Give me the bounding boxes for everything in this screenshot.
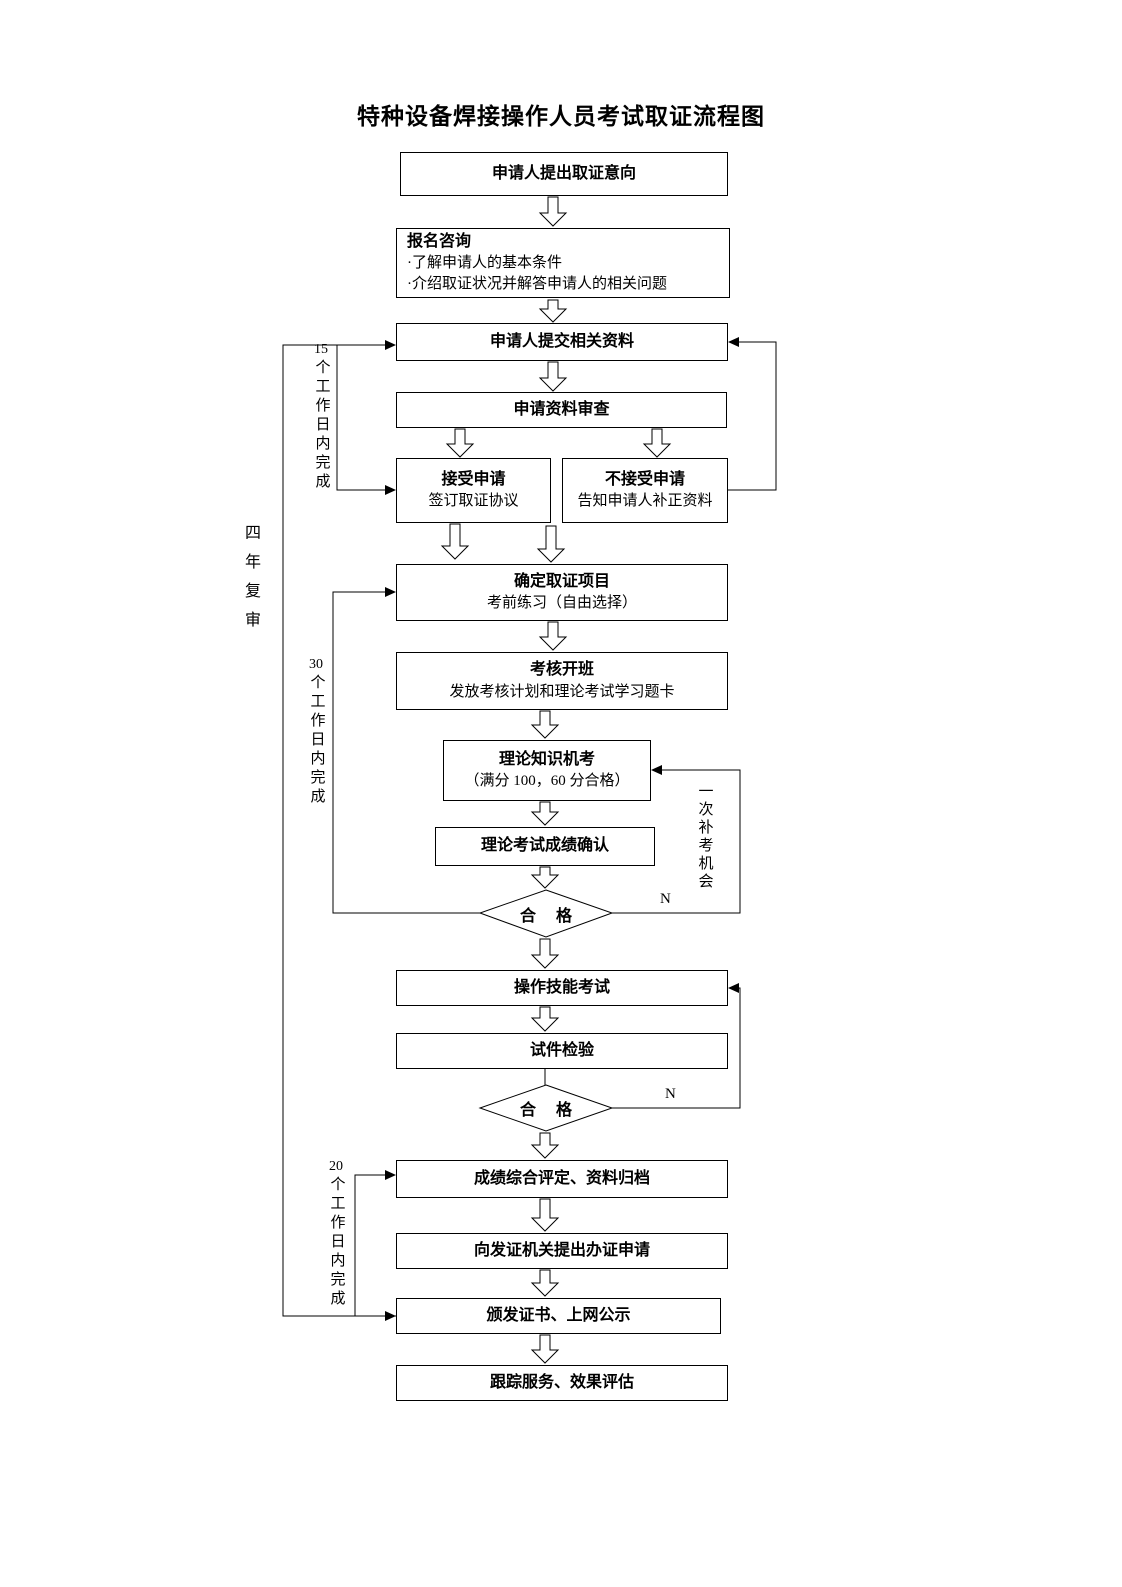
node-review-label: 申请资料审查 [513,400,610,418]
annotation-retake-chance: 一次补考机会 [690,783,718,891]
page-title: 特种设备焊接操作人员考试取证流程图 [357,104,765,129]
annotation-four-year-review: 四年复审 [236,524,264,640]
decision-diamond-skill [478,1084,614,1132]
line-days15-bracket [336,345,385,491]
node-accept-sub: 签订取证协议 [428,493,519,510]
arrow-project-training [538,621,568,651]
node-consult: 报名咨询 ·了解申请人的基本条件 ·介绍取证状况并解答申请人的相关问题 [396,228,730,298]
arrowheads [385,337,739,1321]
loop-theory-retake [612,769,741,914]
node-specimen-test-label: 试件检验 [529,1041,594,1059]
node-submit-label: 申请人提交相关资料 [489,332,634,350]
annotation-retake-chance-text: 一次补考机会 [696,783,713,891]
node-specimen-test: 试件检验 [396,1033,728,1069]
arrow-decision2-evaluate [530,1132,560,1159]
line-days30-bracket [332,591,480,914]
arrow-confirm-decision1 [530,866,560,889]
connector-lines [282,341,777,1317]
arrow-consult-submit [538,299,568,323]
node-theory-sub: （满分 100，60 分合格） [464,773,630,790]
node-intent: 申请人提出取证意向 [400,152,728,196]
annotation-four-year-review-text: 四年复审 [242,524,259,640]
flow-block-arrows [440,196,672,1364]
node-follow-up: 跟踪服务、效果评估 [396,1365,728,1401]
decision-pass-theory-label: 合 格 [519,907,580,925]
node-project-title: 确定取证项目 [513,572,610,590]
arrowhead-into-issue-left [385,1311,396,1321]
arrow-submit-review [538,361,568,392]
node-consult-item2: ·介绍取证状况并解答申请人的相关问题 [407,276,667,293]
arrowhead-into-submit-right [728,337,739,347]
node-reject-sub: 告知申请人补正资料 [577,493,713,510]
decision-pass-skill-label: 合 格 [519,1102,580,1119]
annotation-days30-text: 个工作日内完成 [308,673,325,807]
node-score-confirm: 理论考试成绩确认 [435,827,655,866]
node-training: 考核开班 发放考核计划和理论考试学习题卡 [396,652,728,710]
label-no-branch-theory: N [660,891,671,907]
annotation-days30: 30 个工作日内完成 [301,656,331,807]
arrow-decision1-skill [530,938,560,969]
node-cert-application-label: 向发证机关提出办证申请 [473,1241,650,1259]
arrow-evaluate-apply [530,1198,560,1232]
arrowhead-into-evaluate-left [385,1170,396,1180]
node-score-confirm-label: 理论考试成绩确认 [480,837,609,855]
arrow-theory-confirm [530,801,560,826]
node-evaluation: 成绩综合评定、资料归档 [396,1160,728,1198]
node-review: 申请资料审查 [396,392,727,428]
annotation-days30-number: 30 [309,657,323,672]
line-days20-bracket [354,1174,385,1317]
node-cert-application: 向发证机关提出办证申请 [396,1233,728,1269]
node-accept-title: 接受申请 [441,470,506,488]
node-project-sub: 考前练习（自由选择） [486,595,637,612]
node-training-sub: 发放考核计划和理论考试学习题卡 [449,683,675,700]
annotation-days20-text: 个工作日内完成 [328,1175,345,1309]
node-submit: 申请人提交相关资料 [396,323,728,361]
node-evaluation-label: 成绩综合评定、资料归档 [473,1169,650,1187]
annotation-days20-number: 20 [329,1159,343,1174]
node-cert-issue: 颁发证书、上网公示 [396,1298,721,1334]
line-four-year-review [282,344,396,1317]
node-accept: 接受申请 签订取证协议 [396,458,551,523]
arrow-issue-follow [530,1334,560,1364]
arrow-review-reject [642,428,672,458]
node-cert-issue-label: 颁发证书、上网公示 [486,1306,631,1324]
arrow-accept-project-mid [536,525,566,563]
node-skill-exam: 操作技能考试 [396,970,728,1006]
annotation-days15-text: 个工作日内完成 [313,358,330,492]
node-intent-label: 申请人提出取证意向 [491,164,636,182]
arrow-training-theory [530,710,560,739]
node-skill-exam-label: 操作技能考试 [513,978,610,996]
label-no-branch-skill: N [665,1086,676,1102]
node-theory-title: 理论知识机考 [498,750,595,768]
loop-skill-retake [612,987,741,1109]
arrowhead-into-skill-right [728,983,739,993]
node-consult-item1: ·了解申请人的基本条件 [407,255,562,272]
node-reject-title: 不接受申请 [604,470,685,488]
arrow-intent-consult [538,196,568,227]
annotation-days15: 15 个工作日内完成 [306,341,336,492]
arrow-accept-project-left [440,523,470,560]
node-reject: 不接受申请 告知申请人补正资料 [562,458,728,523]
arrowhead-into-accept-left [385,485,396,495]
arrowhead-into-submit-left [385,340,396,350]
annotation-days15-number: 15 [314,342,328,357]
decision-diamonds [478,889,614,1132]
arrow-apply-issue [530,1269,560,1297]
arrowhead-into-project-left [385,587,396,597]
loop-reject-to-submit [728,341,777,491]
decision-diamond-theory [478,889,614,938]
arrowhead-into-theory-right [651,765,662,775]
arrow-skill-specimen [530,1006,560,1032]
node-theory-exam: 理论知识机考 （满分 100，60 分合格） [443,740,651,801]
annotation-days20: 20 个工作日内完成 [321,1158,351,1309]
arrow-review-accept [445,428,475,458]
node-project: 确定取证项目 考前练习（自由选择） [396,564,728,621]
node-consult-title: 报名咨询 [407,232,472,250]
node-follow-up-label: 跟踪服务、效果评估 [489,1373,634,1391]
node-training-title: 考核开班 [529,661,594,679]
